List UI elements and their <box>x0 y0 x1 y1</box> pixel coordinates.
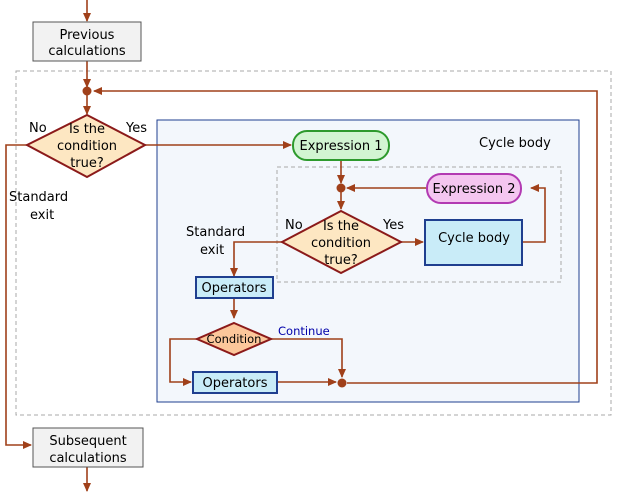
inner-no-label: No <box>285 218 303 233</box>
inner-exit-line-2: exit <box>200 243 224 258</box>
operators-bottom-label: Operators <box>203 376 268 391</box>
continue-label: Continue <box>278 324 330 338</box>
outer-condition-line-1: Is the <box>69 122 105 137</box>
outer-exit-line-2: exit <box>30 208 54 223</box>
previous-calculations-box <box>32 21 142 62</box>
operators-top-label: Operators <box>202 281 267 296</box>
operators-top-box <box>195 276 274 299</box>
subsequent-calculations-box <box>32 427 144 468</box>
cycle-body-title: Cycle body <box>479 136 551 151</box>
subsequent-line-2: calculations <box>49 451 127 466</box>
arrow-condition-continue <box>271 338 346 378</box>
previous-line-1: Previous <box>60 28 115 43</box>
junction-dot-outer <box>82 86 92 96</box>
operators-bottom-box <box>192 371 278 394</box>
junction-dot-inner <box>336 183 346 193</box>
outer-yes-label: Yes <box>125 121 147 136</box>
inner-yes-label: Yes <box>382 218 404 233</box>
inner-condition-line-3: true? <box>324 253 358 268</box>
expression2-box <box>426 173 522 204</box>
loop-region-outer <box>15 70 612 416</box>
arrow-loop-back <box>93 87 598 384</box>
outer-condition-line-3: true? <box>70 156 104 171</box>
expression2-label: Expression 2 <box>433 182 516 197</box>
arrow-cycle-body-to-expression2 <box>522 184 546 243</box>
inner-exit-line-1: Standard <box>186 225 245 240</box>
junction-dot-bottom <box>337 378 347 388</box>
arrow-condition-to-operators <box>169 338 197 386</box>
outer-condition-line-2: condition <box>57 139 117 154</box>
outer-exit-line-1: Standard <box>9 190 68 205</box>
previous-line-2: calculations <box>48 44 126 59</box>
cycle-body-box <box>424 219 523 266</box>
inner-condition-line-1: Is the <box>323 219 359 234</box>
outer-no-label: No <box>29 121 47 136</box>
cycle-body-box-label: Cycle body <box>438 231 510 246</box>
condition-small-diamond <box>194 321 274 357</box>
outer-condition-diamond <box>24 113 148 179</box>
inner-condition-line-2: condition <box>311 236 371 251</box>
arrow-inner-no-exit <box>230 241 282 277</box>
arrow-outer-no-exit <box>5 144 32 449</box>
subsequent-line-1: Subsequent <box>49 434 126 449</box>
expression1-label: Expression 1 <box>300 139 383 154</box>
condition-small-label: Condition <box>207 332 262 346</box>
expression1-box <box>292 130 390 161</box>
inner-condition-diamond <box>279 209 404 275</box>
inner-loop-region <box>276 166 562 283</box>
